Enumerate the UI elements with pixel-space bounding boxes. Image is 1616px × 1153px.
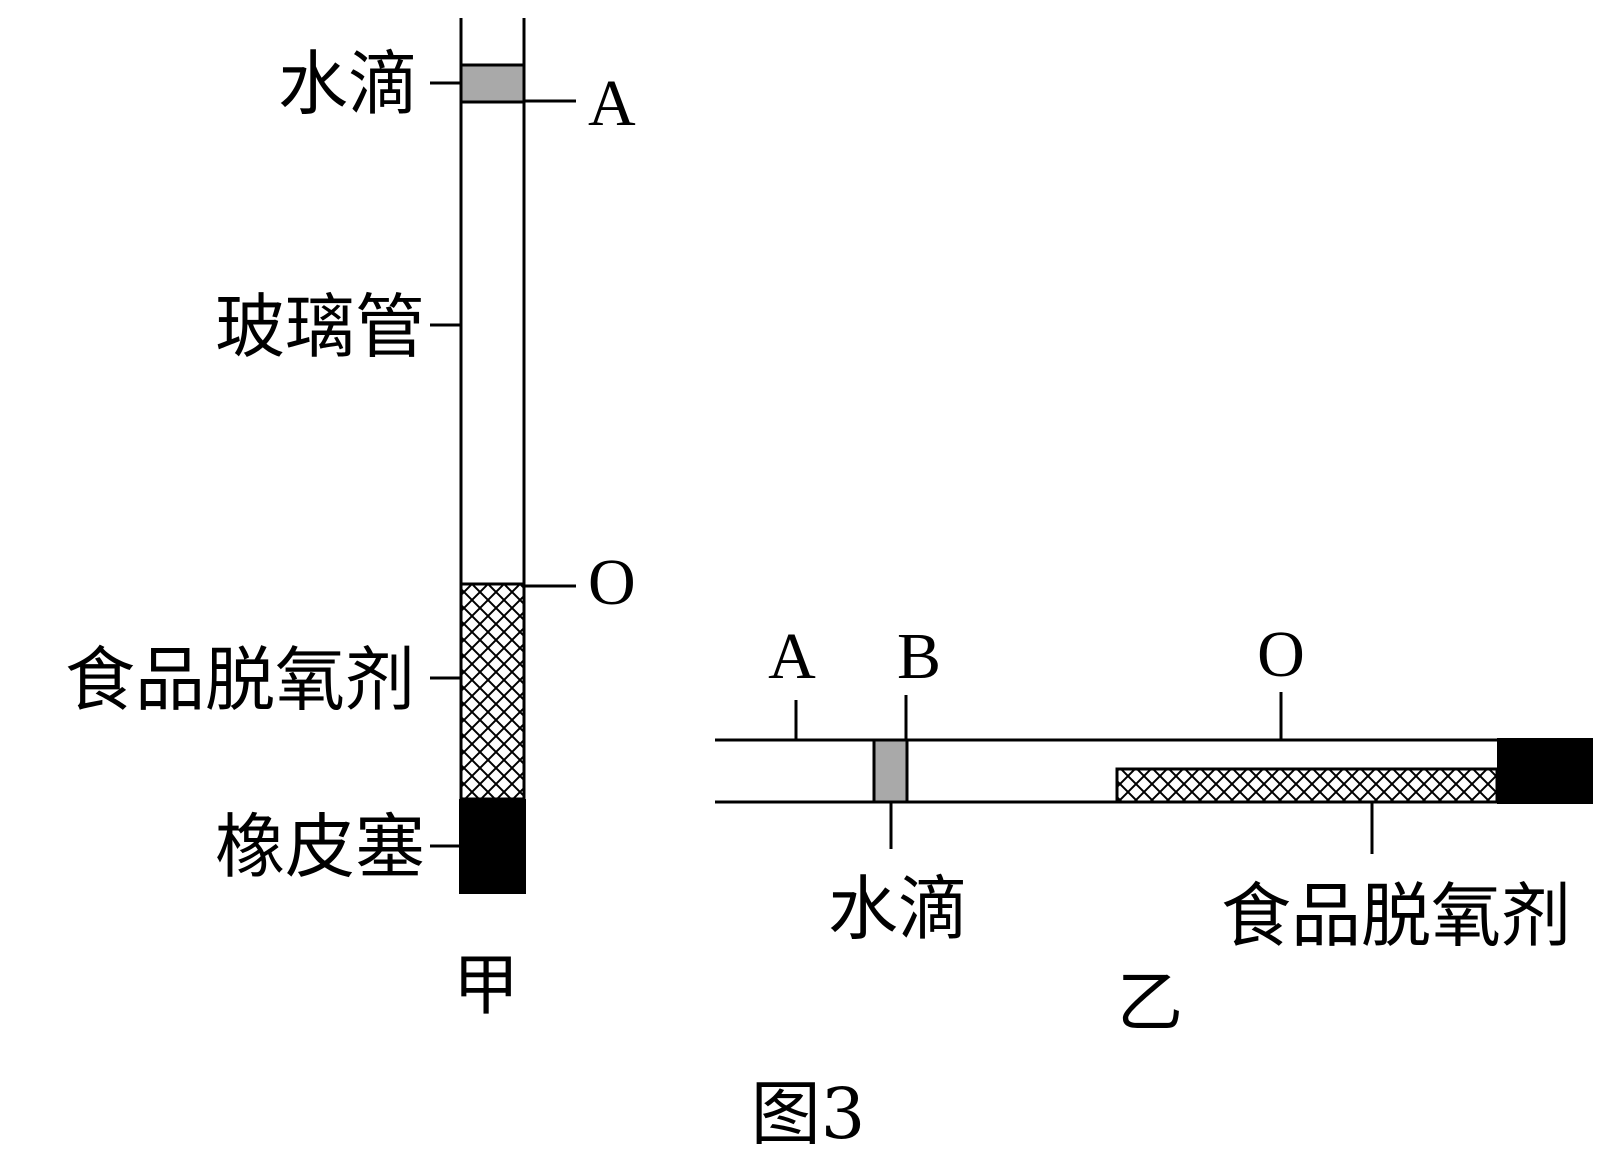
- yi-o-mark: O: [1257, 618, 1305, 691]
- figure-caption: 图3: [751, 1073, 866, 1153]
- diagram-jia: A O 水滴 玻璃管 食品脱氧剂 橡皮塞 甲: [65, 18, 636, 1024]
- diagram-yi: A B O 水滴 食品脱氧剂 乙: [715, 618, 1593, 1041]
- yi-deoxidizer-label: 食品脱氧剂: [1221, 875, 1571, 957]
- yi-rubber-stopper: [1497, 738, 1593, 804]
- yi-water-label: 水滴: [828, 868, 968, 950]
- jia-tube-label: 玻璃管: [215, 286, 425, 368]
- yi-water-drop: [872, 738, 909, 804]
- jia-deoxidizer-label: 食品脱氧剂: [65, 639, 415, 721]
- jia-water-label: 水滴: [278, 43, 418, 125]
- jia-rubber-stopper: [459, 799, 526, 894]
- jia-caption: 甲: [453, 947, 519, 1024]
- jia-stopper-label: 橡皮塞: [215, 806, 425, 888]
- jia-water-drop: [459, 63, 526, 104]
- yi-deoxidizer: [1115, 767, 1499, 804]
- jia-a-mark: A: [588, 67, 636, 140]
- yi-a-mark: A: [768, 620, 816, 693]
- yi-b-mark: B: [897, 620, 941, 693]
- jia-o-mark: O: [588, 546, 636, 619]
- jia-deoxidizer: [459, 582, 526, 801]
- yi-caption: 乙: [1117, 964, 1183, 1041]
